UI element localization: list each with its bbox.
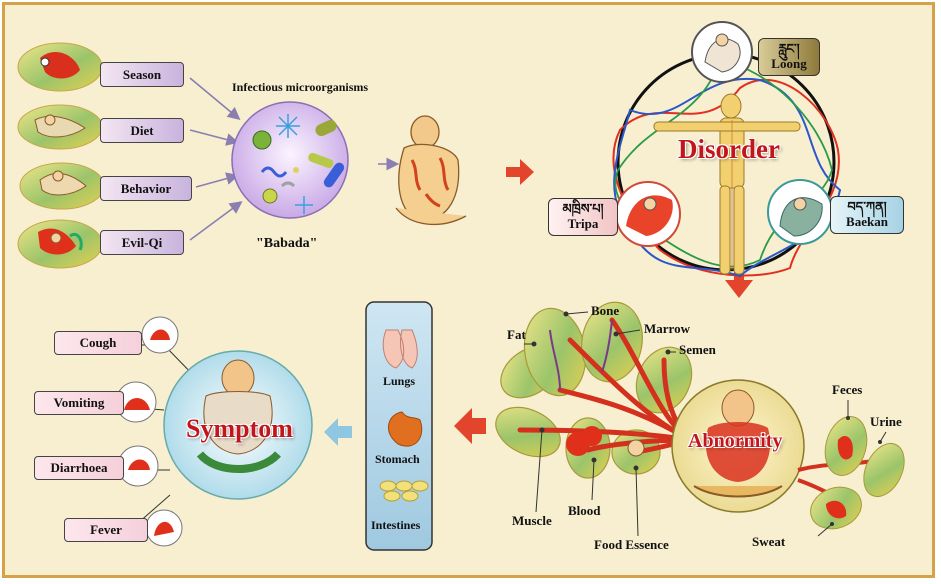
organ-label-intestines: Intestines — [371, 518, 421, 532]
abnormity-circle — [671, 379, 805, 513]
tissue-label-muscle: Muscle — [512, 513, 552, 528]
tissue-label-blood: Blood — [568, 503, 601, 518]
arrow-to-symptom — [324, 418, 352, 446]
babada-label: "Babada" — [256, 236, 318, 251]
organ-label-lungs: Lungs — [383, 374, 416, 388]
symptom-label-diarrhoea: Diarrhoea — [34, 456, 124, 480]
tissue-label-fat: Fat — [507, 327, 526, 342]
cause-leaf-diet — [17, 104, 103, 150]
tissue-label-marrow: Marrow — [644, 321, 690, 336]
tissue-label-food-essence: Food Essence — [594, 537, 669, 552]
cause-label-diet: Diet — [100, 118, 184, 143]
symptom-title: Symptom — [186, 414, 293, 443]
loong-tag: རླུང་། Loong — [758, 38, 820, 76]
body-figure — [653, 93, 801, 275]
baekan-name: Baekan — [846, 214, 888, 229]
tissue-label-bone: Bone — [591, 303, 620, 318]
baekan-tag: བད་ཀན། Baekan — [830, 196, 904, 234]
waste-label-sweat: Sweat — [752, 534, 786, 549]
loong-tibetan: རླུང་། — [778, 41, 800, 56]
tripa-tag: མཁྲིས་པ། Tripa — [548, 198, 618, 236]
arrow-to-organs — [454, 408, 486, 444]
tissue-leaders — [524, 311, 676, 537]
symptom-label-cough: Cough — [54, 331, 142, 355]
symptom-label-fever: Fever — [64, 518, 148, 542]
cause-arrows — [189, 77, 243, 241]
sick-figure — [395, 115, 467, 226]
microbes-circle — [231, 101, 349, 219]
cause-label-behavior: Behavior — [100, 176, 192, 201]
symptom-icons — [115, 316, 183, 547]
waste-label-urine: Urine — [870, 414, 902, 429]
arrow-to-abnormity — [725, 266, 753, 298]
cause-leaf-season — [17, 42, 103, 92]
organ-label-stomach: Stomach — [375, 452, 420, 466]
symptom-circle — [101, 344, 313, 531]
tissue-tree — [495, 301, 693, 479]
loong-name: Loong — [771, 56, 807, 71]
cause-label-evilqi: Evil-Qi — [100, 230, 184, 255]
symptom-label-vomiting: Vomiting — [34, 391, 124, 415]
microbes-caption: Infectious microorganisms — [232, 80, 369, 94]
tissue-label-semen: Semen — [679, 342, 716, 357]
baekan-portrait — [767, 179, 833, 245]
tripa-name: Tripa — [567, 216, 599, 231]
tripa-portrait — [615, 181, 681, 247]
waste-label-feces: Feces — [832, 382, 863, 397]
organs-panel — [365, 301, 433, 551]
cause-leaf-behavior — [19, 162, 105, 210]
loong-portrait — [691, 21, 753, 83]
cause-leaf-evilqi — [17, 219, 103, 269]
cause-label-season: Season — [100, 62, 184, 87]
disorder-title: Disorder — [678, 134, 780, 164]
waste-leaves — [797, 400, 905, 537]
baekan-tibetan: བད་ཀན། — [847, 199, 887, 214]
arrow-to-disorder — [506, 159, 534, 185]
tripa-tibetan: མཁྲིས་པ། — [562, 201, 604, 216]
abnormity-title: Abnormity — [688, 430, 783, 452]
